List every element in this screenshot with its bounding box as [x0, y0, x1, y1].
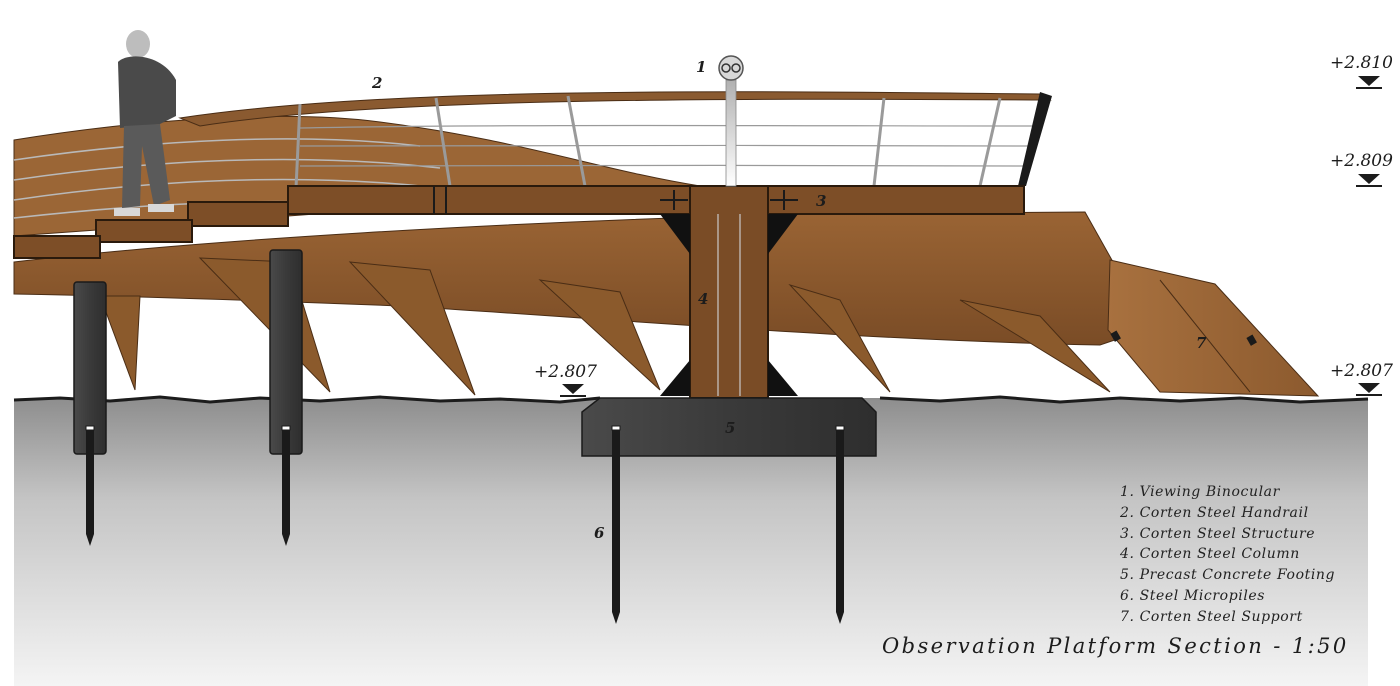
deck-steps [13, 201, 289, 259]
level-arrow-icon [1358, 174, 1380, 184]
viewing-binocular [718, 55, 744, 187]
level-marker-deck: +2.809 [1330, 151, 1393, 187]
steel-fin-4 [538, 279, 661, 391]
callout-1: 1 [696, 58, 706, 76]
legend-item: 2. Corten Steel Handrail [1120, 504, 1309, 521]
handrail-balusters [294, 95, 1002, 189]
legend-item: 4. Corten Steel Column [1120, 546, 1300, 563]
person-figure [114, 30, 176, 216]
steel-fin-5 [788, 283, 891, 393]
level-marker-top: +2.810 [1330, 53, 1393, 89]
level-marker-ground-left: +2.807 [534, 362, 597, 397]
handrail-cables [299, 124, 1041, 167]
legend: 1. Viewing Binocular 2. Corten Steel Han… [1120, 482, 1335, 628]
level-top-text: +2.810 [1330, 53, 1393, 73]
callout-5: 5 [725, 419, 735, 437]
column-lines [717, 214, 741, 396]
support-bolt-2 [1110, 330, 1121, 342]
corten-steel-support [1107, 259, 1320, 397]
pile-caps [85, 425, 845, 431]
callout-4: 4 [698, 290, 708, 308]
support-bolt [1246, 334, 1257, 346]
steel-fin-3 [348, 261, 476, 396]
corten-steel-structure [287, 185, 1025, 215]
level-arrow-icon [562, 384, 584, 394]
level-marker-ground-right: +2.807 [1330, 361, 1393, 396]
steel-micropiles [86, 428, 844, 624]
handrail-end-post [1018, 92, 1052, 186]
corten-steel-column [689, 185, 769, 399]
legend-item: 6. Steel Micropiles [1120, 587, 1266, 604]
steel-fin-1 [99, 295, 141, 391]
level-ground-right-text: +2.807 [1330, 361, 1393, 381]
column-brackets [660, 214, 798, 396]
level-ground-left-text: +2.807 [534, 362, 597, 382]
drawing-title: Observation Platform Section - 1:50 [882, 634, 1349, 658]
legend-item: 1. Viewing Binocular [1120, 484, 1280, 500]
callout-2: 2 [371, 74, 382, 92]
ground-section [14, 397, 1368, 686]
rear-steel-wall [13, 115, 701, 237]
corten-steel-body [13, 211, 1151, 346]
legend-item: 7. Corten Steel Support [1120, 608, 1303, 625]
precast-concrete-footing [581, 397, 877, 457]
legend-item: 5. Precast Concrete Footing [1120, 567, 1336, 584]
callout-3: 3 [816, 192, 826, 210]
callout-6: 6 [594, 524, 605, 542]
legend-item: 3. Corten Steel Structure [1120, 525, 1316, 542]
concrete-pier-2 [269, 249, 303, 455]
level-deck-text: +2.809 [1330, 151, 1393, 171]
support-edge [1159, 279, 1251, 393]
steel-fin-6 [959, 299, 1111, 393]
level-arrow-icon [1358, 383, 1380, 393]
callout-7: 7 [1196, 334, 1207, 352]
level-arrow-icon [1358, 76, 1380, 86]
